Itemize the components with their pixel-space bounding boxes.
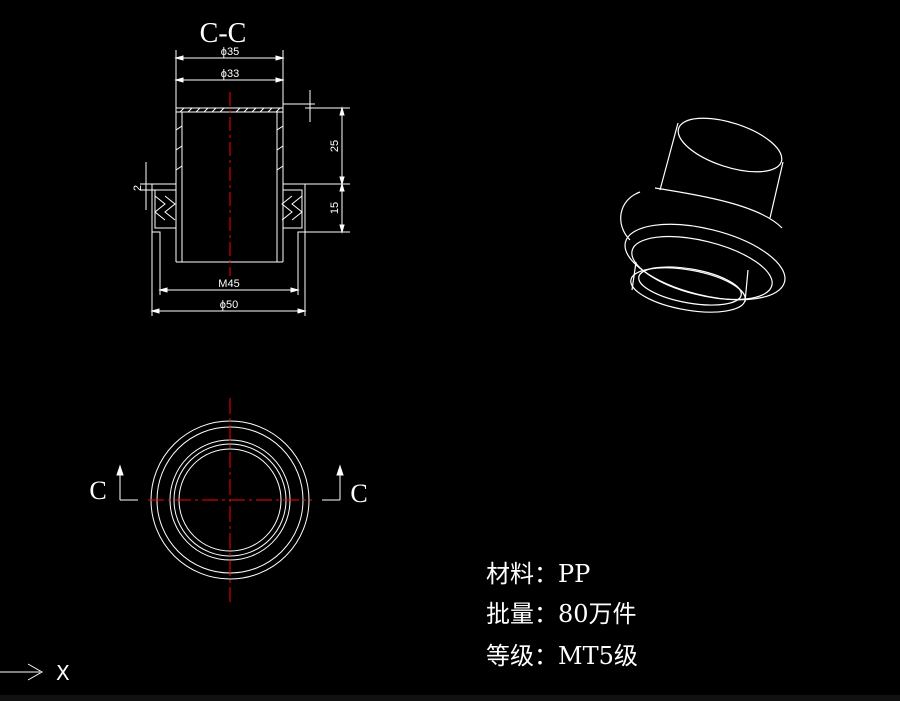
cut-label-left: C — [89, 476, 106, 505]
dim-arrows — [158, 287, 300, 293]
note-batch: 批量：80万件 — [486, 600, 637, 628]
thread-left — [154, 195, 176, 221]
iso-thread-right — [744, 269, 749, 303]
dim-arrows — [150, 308, 307, 314]
dim-thread: M45 — [218, 278, 239, 290]
section-view: C-C ϕ35 ϕ33 — [132, 18, 350, 316]
iso-thread-left — [631, 261, 637, 291]
flange-left — [151, 183, 176, 262]
iso-flange-inner-ellipse — [631, 235, 773, 301]
section-hatch — [175, 125, 284, 171]
status-strip — [0, 695, 900, 701]
iso-bottom-inner-ellipse — [638, 266, 742, 306]
cut-arrow-left — [116, 464, 124, 476]
iso-bottom-ellipse — [630, 267, 746, 313]
section-hatch — [179, 107, 281, 113]
ucs-x-arrow — [27, 663, 44, 681]
plan-view: C C — [89, 398, 368, 602]
iso-top-right-edge — [769, 161, 784, 219]
dim-arrows — [174, 55, 285, 61]
dim-arrows — [339, 106, 345, 234]
ucs-x-label: X — [56, 661, 70, 685]
dim-arrows — [174, 77, 285, 83]
note-material: 材料：PP — [486, 560, 590, 588]
flange-right-inner — [283, 189, 303, 229]
isometric-view — [620, 117, 786, 313]
dim-height-top: 25 — [329, 140, 341, 152]
iso-top-left-edge — [659, 122, 679, 191]
flange-left-inner — [154, 189, 176, 229]
thread-right — [281, 195, 303, 221]
dim-wall: 2 — [132, 185, 144, 191]
iso-flange-top-curve — [654, 187, 783, 229]
note-grade: 等级：MT5级 — [486, 642, 638, 670]
dim-height-bottom: 15 — [329, 202, 341, 214]
cut-label-right: C — [350, 479, 367, 508]
iso-top-ellipse — [677, 117, 783, 173]
dim-inner-dia: ϕ33 — [221, 68, 239, 80]
dim-outer-dia: ϕ35 — [221, 46, 239, 58]
section-title: C-C — [200, 18, 247, 49]
ucs-icon: X — [0, 661, 70, 685]
notes-block: 材料：PP 批量：80万件 等级：MT5级 — [486, 560, 638, 670]
dim-flange-dia: ϕ50 — [220, 299, 238, 311]
iso-flange-ellipse — [624, 223, 786, 301]
cut-arrow-right — [336, 464, 344, 476]
iso-flange-left-curve — [620, 191, 641, 241]
